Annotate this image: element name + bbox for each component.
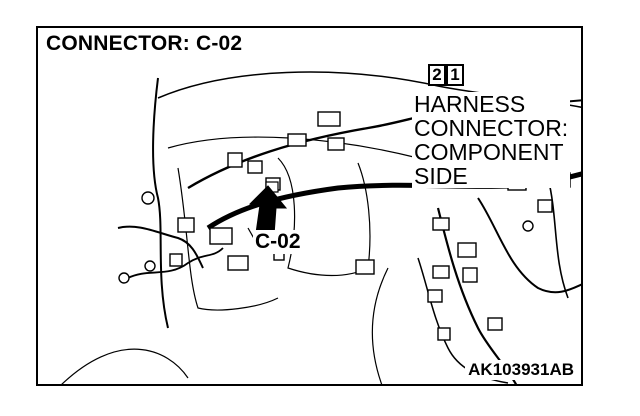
diagram-frame: CONNECTOR: C-02 2 1 HARNESS CONNECTOR: C…: [36, 26, 583, 386]
connector-block: [537, 199, 553, 213]
pointer-arrow: [248, 185, 288, 236]
center-console: [277, 157, 371, 277]
pin-number-1: 1: [446, 64, 464, 86]
connector-block: [487, 317, 503, 331]
left-cable: [152, 77, 169, 329]
dashboard-left-panel: [177, 167, 279, 311]
right-side-cable: [547, 177, 569, 299]
pin-number-2: 2: [428, 64, 446, 86]
connector-block: [287, 133, 307, 147]
connector-block: [355, 259, 375, 275]
wiring-illustration: [61, 71, 581, 384]
lower-left-cable: [127, 247, 224, 279]
connector-block: [457, 242, 477, 258]
connector-block: [227, 152, 243, 168]
ring-terminal: [141, 191, 155, 205]
ring-terminal: [144, 260, 156, 272]
floor-outline: [61, 348, 189, 384]
harness-label-line: HARNESS: [414, 91, 526, 117]
connector-block: [177, 217, 195, 233]
connector-block: [209, 227, 233, 245]
connector-block: [432, 265, 450, 279]
connector-block: [462, 267, 478, 283]
right-harness-loop: [477, 197, 581, 294]
harness-label-line: COMPONENT: [414, 139, 564, 165]
connector-block: [247, 160, 263, 174]
door-outline: [371, 267, 389, 384]
harness-connector-label: HARNESS CONNECTOR: COMPONENT SIDE: [412, 91, 571, 189]
harness-label-line: CONNECTOR:: [414, 115, 569, 141]
connector-block: [427, 289, 443, 303]
figure-code: AK103931AB: [465, 360, 577, 380]
connector-block: [169, 253, 183, 267]
ring-terminal: [522, 220, 534, 232]
connector-block: [437, 327, 451, 341]
connector-block: [227, 255, 249, 271]
connector-callout: C-02: [253, 230, 303, 254]
harness-label-line: SIDE: [414, 163, 468, 189]
connector-block: [317, 111, 341, 127]
upper-harness: [187, 111, 439, 190]
diagram-title: CONNECTOR: C-02: [46, 32, 243, 55]
connector-block: [327, 137, 345, 151]
ring-terminal: [118, 272, 130, 284]
connector-block: [432, 217, 450, 231]
